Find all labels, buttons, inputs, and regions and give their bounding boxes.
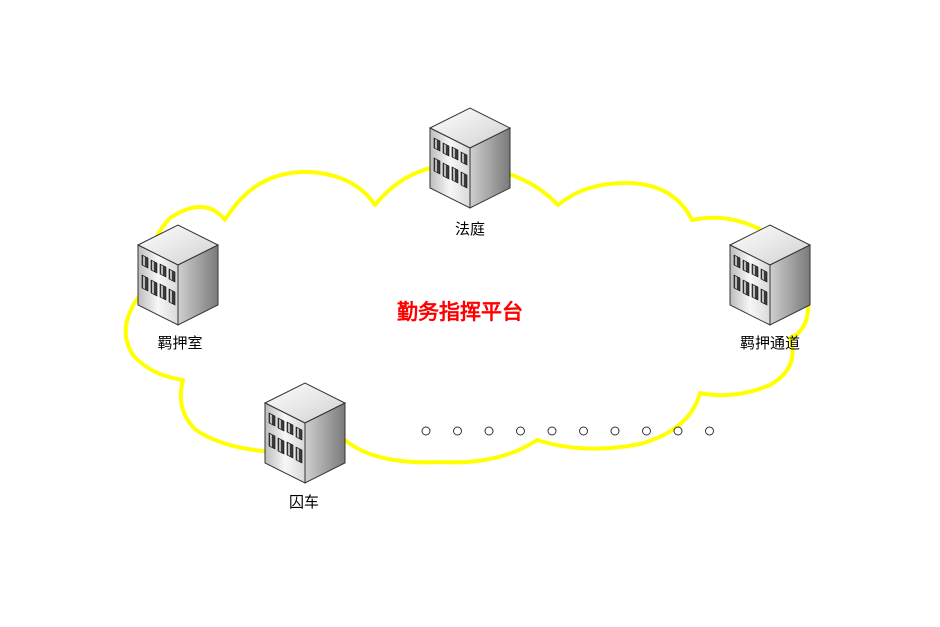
prison-van-building-icon bbox=[264, 382, 346, 484]
ellipsis-dot bbox=[547, 426, 557, 436]
detention-passage-label: 羁押通道 bbox=[740, 334, 800, 352]
prison-van-label: 囚车 bbox=[289, 493, 319, 511]
ellipsis-dot bbox=[642, 426, 651, 436]
ellipsis-dot bbox=[421, 426, 431, 436]
ellipsis-dot bbox=[705, 426, 714, 436]
ellipsis-dot bbox=[484, 426, 494, 436]
ellipsis-dots bbox=[421, 426, 714, 436]
ellipsis-dot bbox=[453, 426, 462, 436]
ellipsis-dot bbox=[516, 426, 525, 436]
platform-title: 勤务指挥平台 bbox=[397, 299, 523, 324]
ellipsis-dot bbox=[673, 426, 683, 436]
court-label: 法庭 bbox=[455, 220, 485, 238]
detention-room-label: 羁押室 bbox=[157, 334, 202, 352]
ellipsis-dot bbox=[610, 426, 620, 436]
detention-passage-building-icon bbox=[729, 224, 811, 326]
court-building-icon bbox=[429, 107, 511, 209]
detention-room-building-icon bbox=[137, 224, 219, 326]
ellipsis-dot bbox=[579, 426, 588, 436]
